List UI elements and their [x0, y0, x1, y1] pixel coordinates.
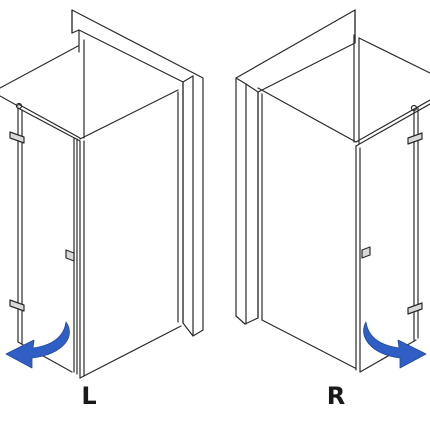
handle-right: [361, 246, 371, 259]
hinge-right-top: [407, 132, 423, 145]
enclosure-left: [0, 9, 204, 379]
variant-label-left: L: [81, 382, 97, 410]
fixed-panel-right: [257, 91, 356, 369]
enclosure-right: [235, 9, 430, 373]
hinge-left-top: [9, 131, 25, 144]
hinge-right-bottom: [407, 302, 423, 315]
top-rail-left: [0, 39, 179, 142]
swing-arrow-left-icon: [5, 321, 70, 369]
swing-arrow-right-icon: [363, 321, 427, 369]
handle-left: [65, 249, 75, 262]
wall-right: [235, 9, 356, 325]
variant-label-right: R: [326, 382, 346, 410]
wall-left: [71, 9, 204, 337]
fixed-panel-left: [79, 91, 182, 379]
door-right: [355, 107, 419, 373]
hinge-left-bottom: [9, 299, 25, 312]
